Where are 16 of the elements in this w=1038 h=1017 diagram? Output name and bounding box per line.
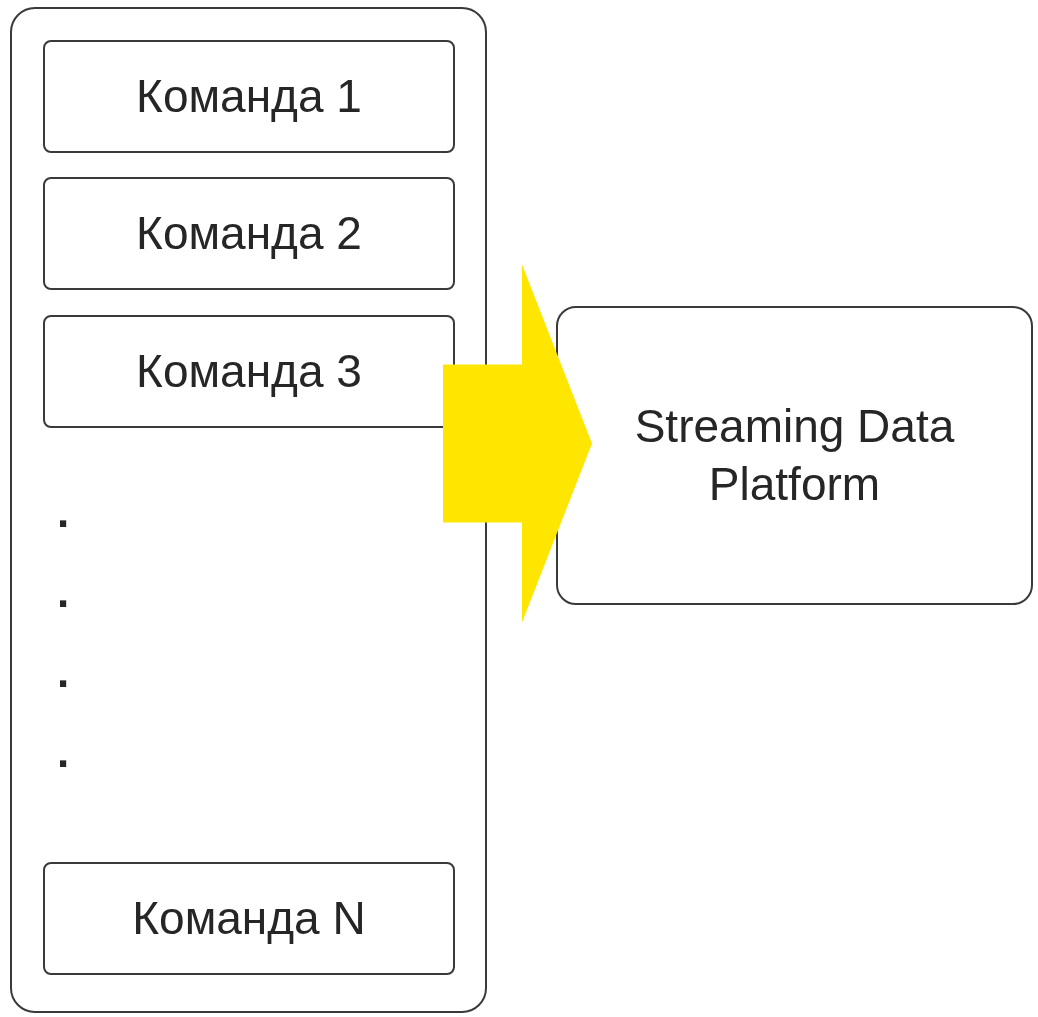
box-label: Команда N (132, 890, 366, 946)
box-label: Команда 1 (136, 68, 362, 124)
process-box (43, 862, 455, 975)
box-label: Команда 3 (136, 343, 362, 399)
ellipsis-dot: . (57, 730, 70, 774)
block-arrow (443, 264, 592, 623)
ellipsis-dot: . (57, 570, 70, 614)
process-box (43, 40, 455, 153)
ellipsis-dot: . (57, 650, 70, 694)
process-box (556, 306, 1033, 605)
box-label: Streaming Data Platform (633, 399, 956, 512)
process-box (43, 315, 455, 428)
box-label: Команда 2 (136, 205, 362, 261)
ellipsis-dot: . (57, 490, 70, 534)
process-box (43, 177, 455, 290)
group-container (10, 7, 487, 1013)
